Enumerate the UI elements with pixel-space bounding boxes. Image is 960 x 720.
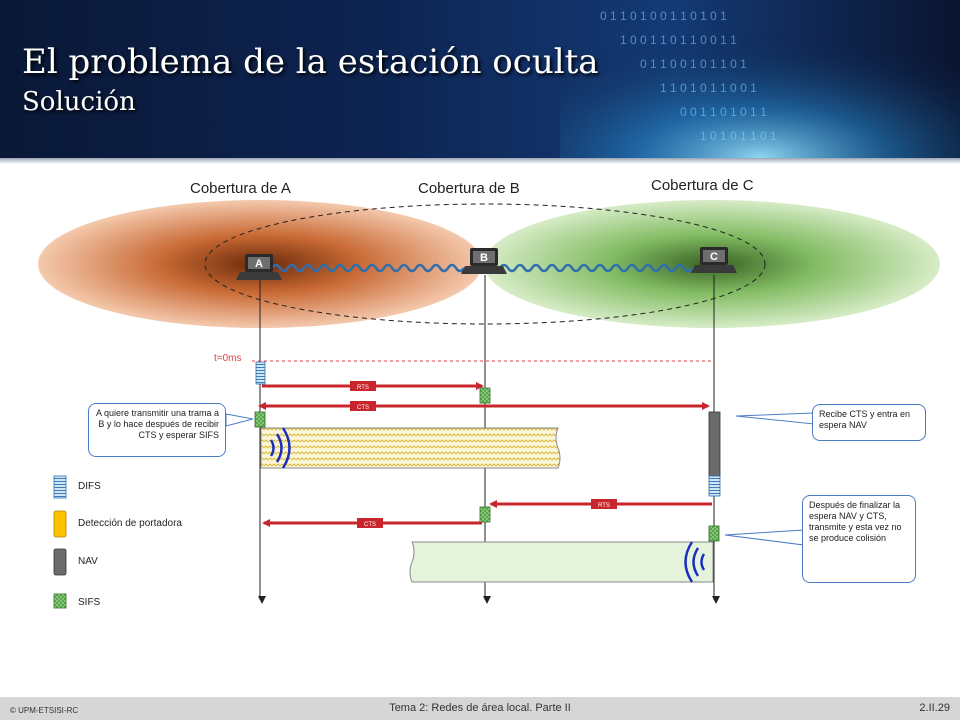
footer-copyright: © UPM-ETSISI-RC [10, 706, 79, 715]
laptop-icon [236, 254, 282, 280]
legend-difs-swatch [53, 475, 67, 499]
callout-pointer-c-after [724, 529, 805, 546]
svg-text:1 0 0 1 1 0 1 1 0 0 1 1: 1 0 0 1 1 0 1 1 0 0 1 1 [620, 33, 737, 47]
cts-label-2: CTS [364, 522, 376, 528]
hidden-station-diagram: A B C RTS CTS [38, 200, 940, 609]
coverage-b-label: Cobertura de B [418, 180, 520, 197]
header-banner: 0 1 1 0 1 0 0 1 1 0 1 0 1 1 0 0 1 1 0 1 … [0, 0, 960, 158]
station-c: C [691, 247, 737, 273]
binary-background-graphic: 0 1 1 0 1 0 0 1 1 0 1 0 1 1 0 0 1 1 0 1 … [560, 0, 960, 158]
page-title: El problema de la estación oculta [22, 42, 599, 82]
svg-text:1 1 0 1 0 1 1 0 0 1: 1 1 0 1 0 1 1 0 0 1 [660, 81, 757, 95]
callout-c-nav: Recibe CTS y entra en espera NAV [812, 404, 926, 441]
legend-carrier-label: Detección de portadora [78, 518, 182, 529]
header-shadow [0, 158, 960, 164]
page-subtitle: Solución [22, 87, 136, 117]
legend-difs-label: DIFS [78, 481, 101, 492]
station-a: A [236, 254, 282, 280]
cts-label: CTS [357, 405, 369, 411]
callout-pointer-a [225, 413, 254, 427]
data-transmission-a [260, 427, 561, 469]
sifs-block-b-2 [479, 506, 491, 523]
svg-text:0 1 1 0 0 1 0 1 1 0 1: 0 1 1 0 0 1 0 1 1 0 1 [640, 57, 747, 71]
laptop-icon [691, 247, 737, 273]
sifs-block-b [479, 387, 491, 404]
rts-label: RTS [357, 385, 369, 391]
link-a-b [270, 263, 466, 273]
difs-block-c [708, 475, 721, 497]
svg-text:0 0 1 1 0 1 0 1 1: 0 0 1 1 0 1 0 1 1 [680, 105, 767, 119]
data-transmission-c [409, 541, 714, 583]
callout-c-after: Después de finalizar la espera NAV y CTS… [802, 495, 916, 583]
laptop-icon [461, 248, 507, 274]
legend-sifs-swatch [53, 593, 67, 609]
footer-course-title: Tema 2: Redes de área local. Parte II [389, 702, 571, 714]
footer-bar [0, 697, 960, 720]
nav-block-c [708, 411, 721, 477]
svg-text:0 1 1 0 1 0 0 1 1 0 1 0 1: 0 1 1 0 1 0 0 1 1 0 1 0 1 [600, 9, 727, 23]
legend-sifs-label: SIFS [78, 597, 101, 608]
coverage-b-ellipse [204, 203, 766, 325]
callout-pointer-c-nav [735, 412, 815, 425]
callout-a-note: A quiere transmitir una trama a B y lo h… [88, 403, 226, 457]
t0-label: t=0ms [214, 353, 242, 364]
difs-block-a [255, 361, 266, 385]
sifs-block-a [254, 411, 266, 428]
sifs-block-c [708, 525, 720, 542]
svg-text:1 0 1 0 1 1 0 1: 1 0 1 0 1 1 0 1 [700, 129, 777, 143]
wifi-icon [269, 427, 291, 469]
link-b-c [498, 263, 694, 273]
footer-slide-number: 2.II.29 [919, 702, 950, 714]
legend-nav-swatch [53, 548, 67, 576]
station-b-label: B [480, 252, 488, 264]
coverage-c-label: Cobertura de C [651, 177, 754, 194]
wifi-icon [684, 541, 706, 583]
coverage-a-label: Cobertura de A [190, 180, 291, 197]
station-b: B [461, 248, 507, 274]
rts-label-2: RTS [598, 503, 610, 509]
station-a-label: A [255, 258, 263, 270]
legend-nav-label: NAV [78, 556, 98, 567]
legend-carrier-swatch [53, 510, 67, 538]
station-c-label: C [710, 251, 718, 263]
